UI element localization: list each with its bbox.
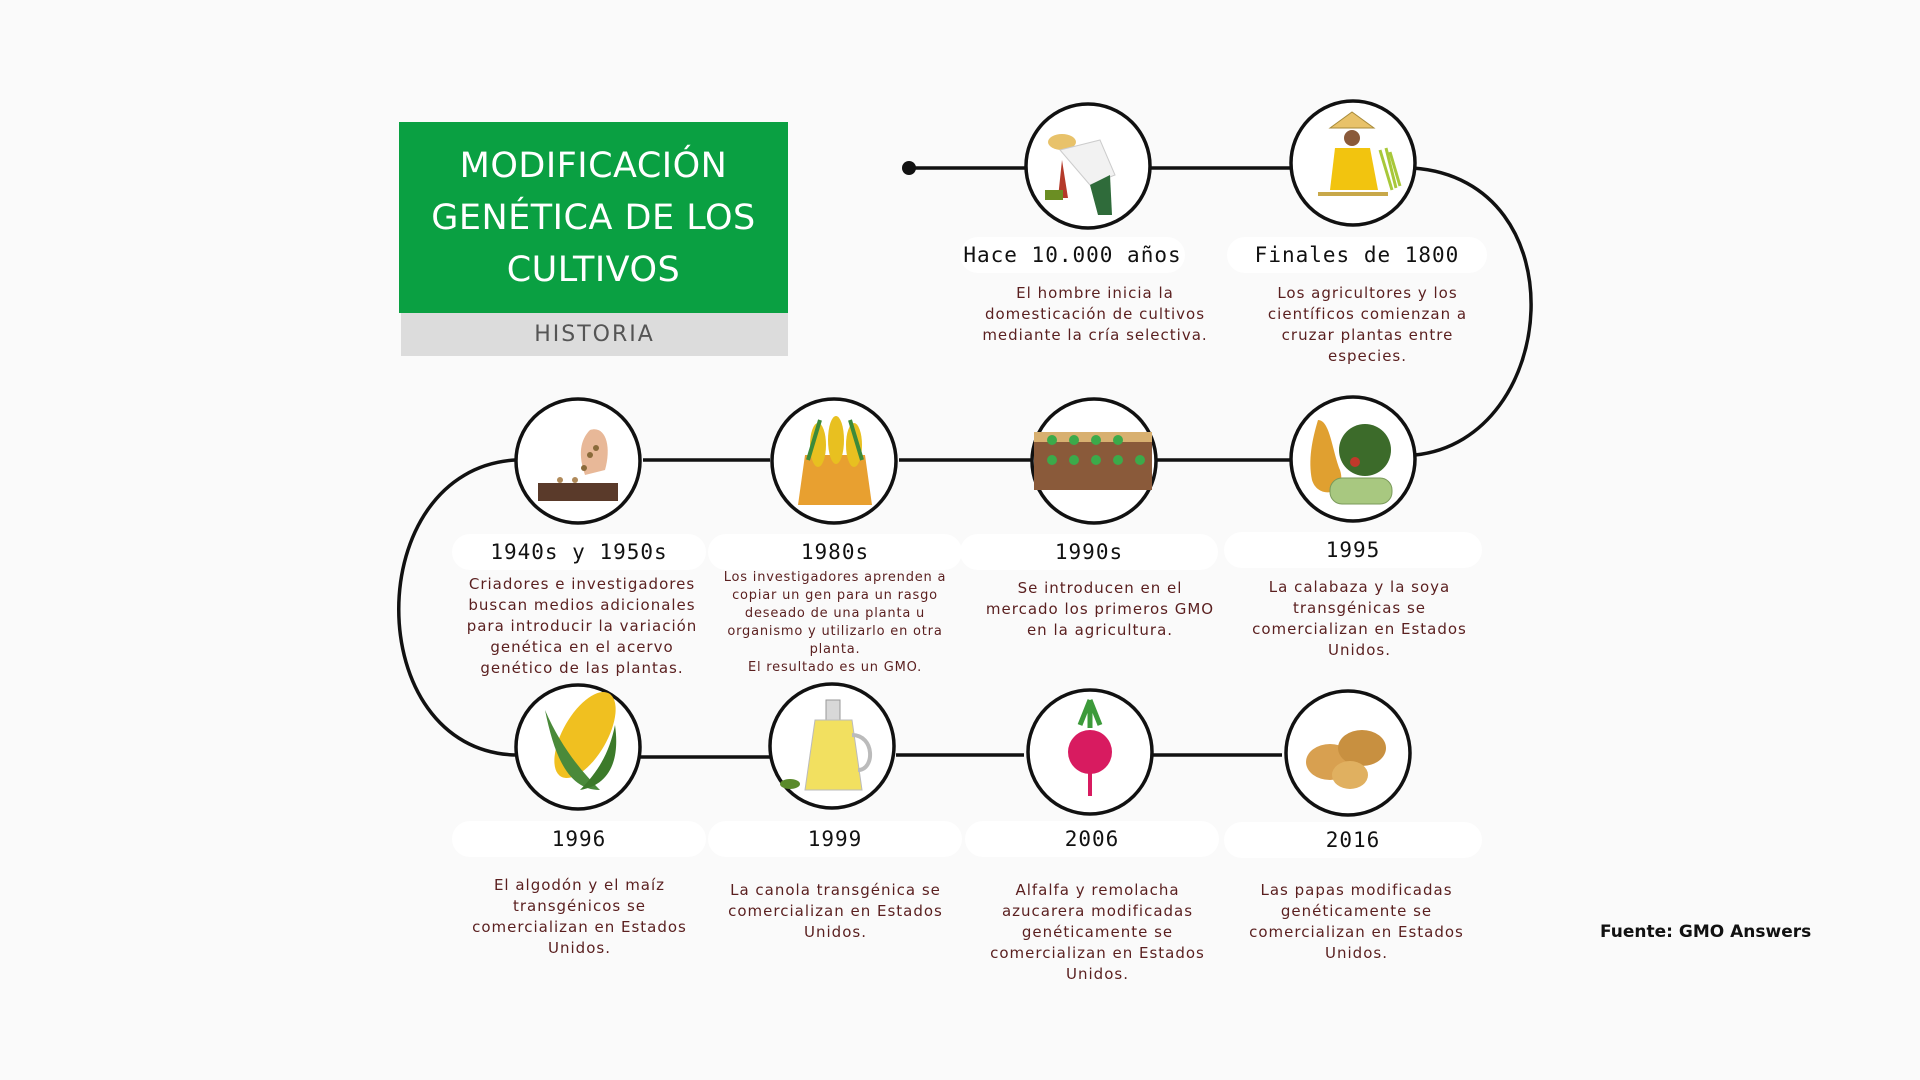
event-year: 1990s <box>960 534 1218 570</box>
event-description: La canola transgénica se comercializan e… <box>728 881 943 941</box>
event-description: Las papas modificadas genéticamente se c… <box>1249 881 1464 962</box>
corn-sack-icon <box>798 416 872 505</box>
source-note: Fuente: GMO Answers <box>1600 922 1812 942</box>
event-year: 1999 <box>708 821 962 857</box>
event-description: Los agricultores y los científicos comie… <box>1267 284 1468 365</box>
event-description: Alfalfa y remolacha azucarera modificada… <box>990 881 1205 983</box>
page-title: MODIFICACIÓN GENÉTICA DE LOS CULTIVOS <box>431 145 756 290</box>
event-description: El hombre inicia la domesticación de cul… <box>982 284 1208 344</box>
seedling-tray-icon <box>1034 432 1152 490</box>
hand-sowing-seeds-icon <box>538 429 618 501</box>
event-year: Finales de 1800 <box>1227 237 1487 273</box>
event-year: 1995 <box>1224 532 1482 568</box>
canola-oil-bottle-icon <box>780 699 873 791</box>
farmer-with-wheat-icon <box>1318 111 1402 196</box>
event-year: Hace 10.000 años <box>960 237 1185 273</box>
title-box: MODIFICACIÓN GENÉTICA DE LOS CULTIVOS <box>399 122 788 313</box>
timeline-start-dot <box>902 161 916 175</box>
potatoes-icon <box>1306 730 1386 789</box>
event-description: Los investigadores aprenden a copiar un … <box>723 570 947 675</box>
sugar-beet-icon <box>1068 699 1112 796</box>
event-description: La calabaza y la soya transgénicas se co… <box>1252 578 1467 659</box>
subtitle-box: HISTORIA <box>401 313 788 356</box>
event-year: 2016 <box>1224 822 1482 858</box>
farmer-harvesting-icon <box>1045 134 1116 215</box>
event-year: 1980s <box>708 534 962 570</box>
event-description: Criadores e investigadores buscan medios… <box>466 575 698 677</box>
event-description: Se introducen en el mercado los primeros… <box>985 579 1215 639</box>
event-description: El algodón y el maíz transgénicos se com… <box>472 876 687 957</box>
event-year: 1996 <box>452 821 706 857</box>
page-subtitle: HISTORIA <box>534 322 655 347</box>
corn-cob-icon <box>545 692 617 790</box>
squash-icon <box>1310 420 1393 505</box>
event-year: 1940s y 1950s <box>452 534 706 570</box>
event-year: 2006 <box>965 821 1219 857</box>
